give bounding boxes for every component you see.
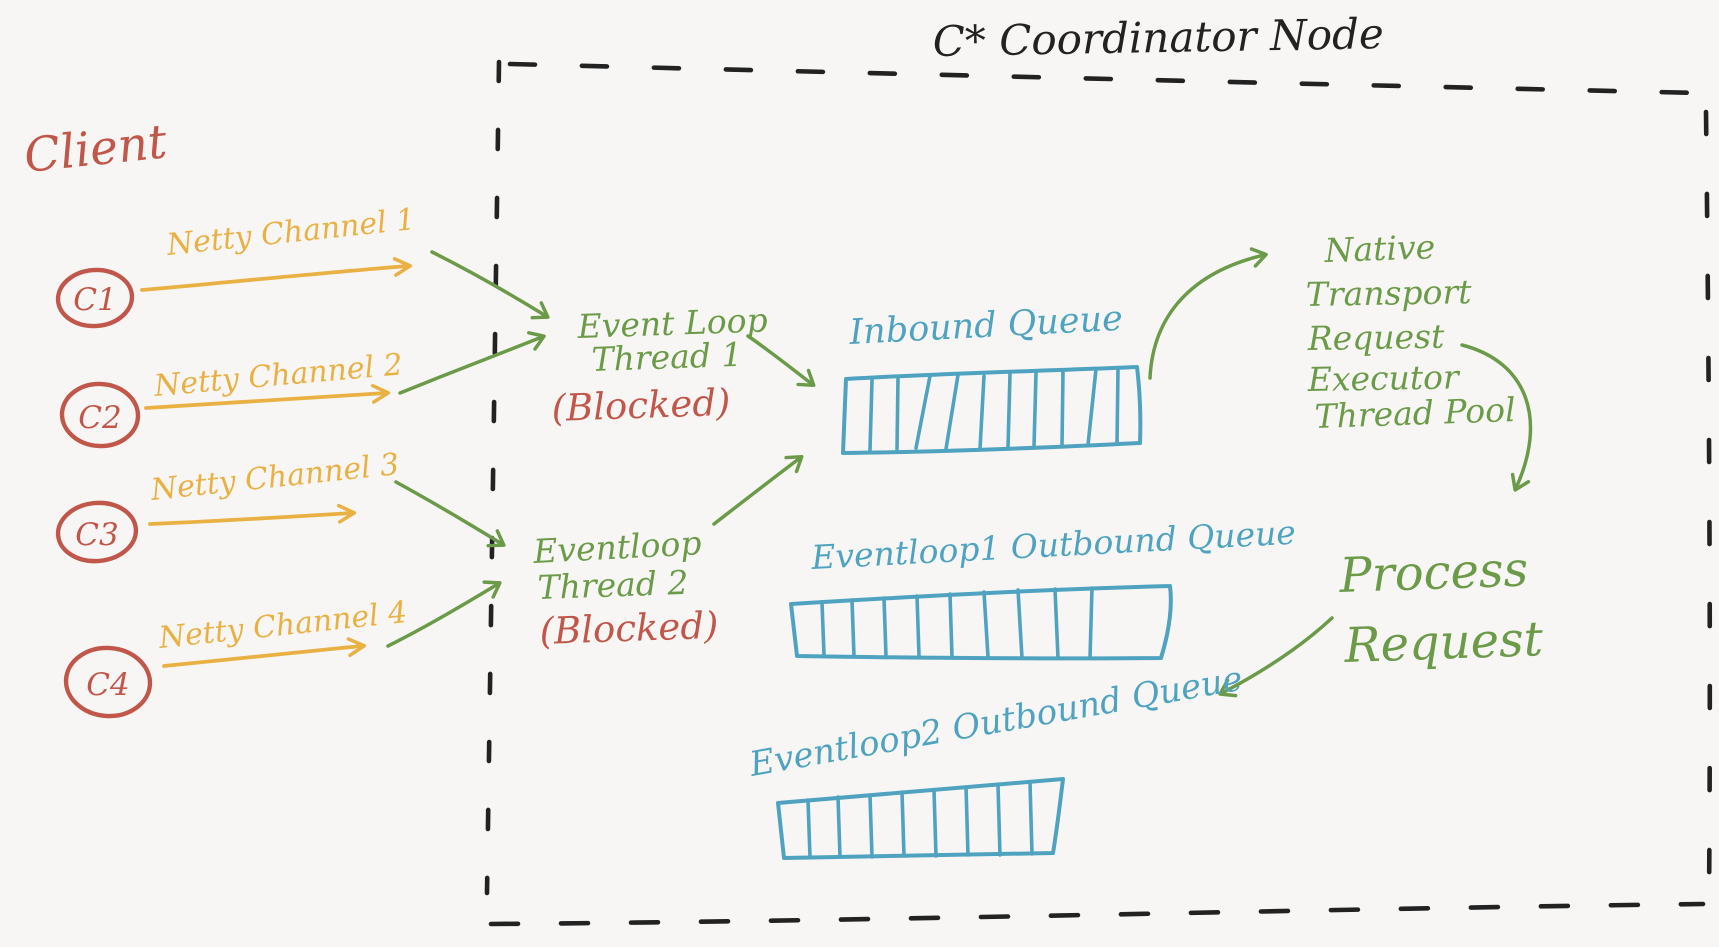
eventloop2-label-line1: Eventloop	[531, 523, 702, 571]
outbound-queue2-cells	[806, 780, 1034, 859]
client-label: Client	[22, 114, 170, 184]
inbound-queue-cells	[868, 367, 1120, 452]
executor-pool-line1: Native	[1323, 227, 1436, 270]
coordinator-node-title: C* Coordinator Node	[932, 9, 1384, 66]
inbound-queue-label: Inbound Queue	[847, 299, 1123, 353]
eventloop2-status: (Blocked)	[539, 604, 719, 653]
eventloop1-status: (Blocked)	[551, 381, 731, 430]
client-node-c3-circle	[55, 500, 139, 564]
netty-channel-2-arrow	[144, 383, 391, 410]
netty-channel-4-arrow	[162, 637, 367, 668]
executor-to-process-arrow	[1460, 343, 1533, 492]
client-node-c1-label: C1	[73, 282, 116, 318]
inbound-to-executor-arrow	[1148, 247, 1268, 380]
coordinator-node-box	[484, 59, 1713, 927]
inbound-queue-outline	[841, 365, 1143, 455]
process-to-outbound2-arrow	[1218, 616, 1334, 698]
client-node-c2-circle	[59, 381, 141, 449]
executor-pool-line2: Transport	[1305, 272, 1472, 314]
netty-channel-1-label: Netty Channel 1	[164, 202, 417, 263]
netty-channel-3-label: Netty Channel 3	[148, 447, 401, 508]
eventloop1-to-inbound-arrow	[746, 334, 816, 388]
client-node-c2-label: C2	[78, 400, 121, 436]
executor-pool-line3: Request	[1306, 317, 1445, 358]
client-node-c3-label: C3	[75, 517, 118, 553]
box-edge-top	[507, 61, 1703, 96]
executor-pool-line4: Executor	[1306, 357, 1461, 399]
executor-pool-label: Native Transport Request Executor Thread…	[1305, 227, 1516, 436]
channel2-to-eventloop1-arrow	[398, 331, 546, 395]
process-request-line2: Request	[1342, 611, 1544, 674]
outbound-queue1-cells	[820, 586, 1094, 660]
netty-channel-3-arrow	[148, 503, 357, 526]
outbound-queue2-label: Eventloop2 Outbound Queue	[746, 659, 1246, 785]
eventloop2-to-inbound-arrow	[712, 454, 804, 526]
client-node-c4-circle	[63, 645, 153, 719]
eventloop1-label-line2: Thread 1	[591, 335, 743, 379]
box-edge-left	[484, 59, 502, 896]
outbound-queue2-outline	[776, 777, 1065, 860]
channel3-to-eventloop2-arrow	[394, 480, 506, 548]
process-request-line1: Process	[1337, 541, 1529, 604]
outbound-queue1-outline	[789, 584, 1173, 661]
client-node-c1-circle	[55, 267, 135, 329]
eventloop2-label-line2: Thread 2	[537, 563, 689, 607]
eventloop1-label-line1: Event Loop	[576, 300, 768, 346]
channel1-to-eventloop1-arrow	[430, 250, 550, 320]
client-node-c4-label: C4	[86, 667, 129, 703]
outbound-queue1-shape	[789, 584, 1173, 661]
inbound-queue-shape	[841, 365, 1143, 455]
outbound-queue2-shape	[776, 777, 1065, 860]
channel4-to-eventloop2-arrow	[386, 580, 502, 648]
executor-pool-line5: Thread Pool	[1314, 390, 1516, 436]
box-edge-right	[1703, 109, 1713, 904]
netty-channel-4-label: Netty Channel 4	[156, 595, 409, 656]
outbound-queue1-label: Eventloop1 Outbound Queue	[809, 513, 1296, 577]
netty-channel-1-arrow	[140, 257, 413, 292]
box-edge-bottom	[488, 901, 1706, 927]
